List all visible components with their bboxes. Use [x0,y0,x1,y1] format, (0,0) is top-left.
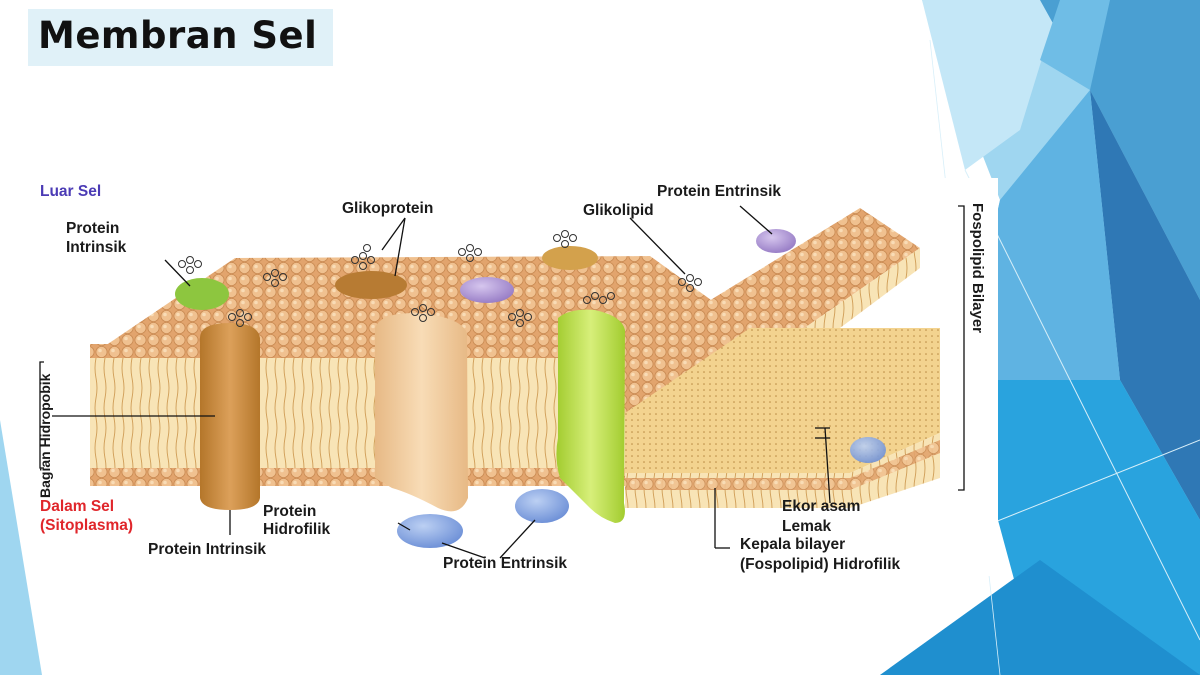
label-ekor-asam-line1: Ekor asam [782,498,861,515]
cut-lipid-block [625,328,940,473]
inside-cell-label-line1: Dalam Sel [40,498,115,515]
bottom-head-row [90,468,625,486]
label-protein-intrinsik-bottom: Protein Intrinsik [148,541,266,558]
purple-protein [460,277,514,303]
intrinsic-protein-green [556,309,625,523]
cell-membrane-diagram: Luar Sel Protein Intrinsik Glikoprotein … [30,178,998,576]
intrinsic-protein-beige [375,313,468,512]
hydrophobic-tail-region [90,356,625,473]
title-background [28,9,333,66]
label-protein-hidrofilik-line2: Hidrofilik [263,521,331,538]
glycoprotein-base [335,271,407,299]
extrinsic-protein-blue-left [397,514,463,548]
label-protein-entrinsik-bottom: Protein Entrinsik [443,555,568,572]
carbohydrate-chains [178,230,702,327]
label-kepala-bilayer-line2: (Fospolipid) Hidrofilik [740,556,901,573]
label-glikoprotein: Glikoprotein [342,200,434,217]
intrinsic-protein-brown [200,323,260,510]
extrinsic-protein-blue-right [515,489,569,523]
label-bagian-hidropobik: Bagian Hidropobik [37,373,53,498]
label-ekor-asam-line2: Lemak [782,518,832,535]
label-fospolipid-bilayer: Fospolipid Bilayer [969,203,986,334]
label-protein-intrinsik-top-line2: Intrinsik [66,239,127,256]
leader-lines [39,205,965,559]
inside-cell-label-line2: (Sitoplasma) [40,517,134,534]
intrinsic-protein-top-green [175,278,229,310]
glycoprotein-base-right [542,246,598,270]
purple-protein-top [756,229,796,253]
label-protein-hidrofilik-line1: Protein [263,503,317,520]
label-glikolipid: Glikolipid [583,202,654,219]
outside-cell-label: Luar Sel [40,183,102,200]
label-protein-intrinsik-top-line1: Protein [66,220,120,237]
label-protein-entrinsik-top: Protein Entrinsik [657,183,782,200]
slide-title: Membran Sel [38,14,318,57]
membrane-illustration [39,205,965,559]
label-kepala-bilayer-line1: Kepala bilayer [740,536,846,553]
